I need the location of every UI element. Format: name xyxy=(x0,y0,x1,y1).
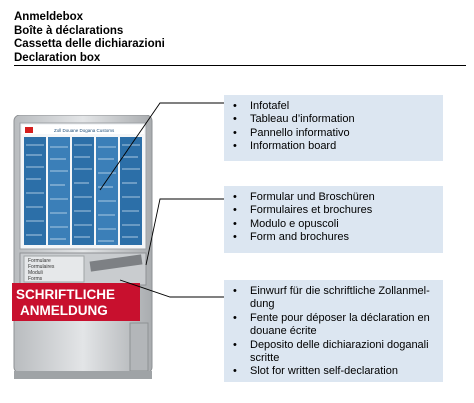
document-header: Anmeldebox Boîte à déclarations Cassetta… xyxy=(14,11,165,65)
slot-item-fr: Fente pour déposer la déclaration en dou… xyxy=(233,312,439,339)
sign-line-1: SCHRIFTLICHE xyxy=(16,287,115,302)
brochure-slot xyxy=(89,254,143,272)
slot-item-it: Deposito delle dichiarazioni doganali sc… xyxy=(233,339,439,366)
sign-line-2: ANMELDUNG xyxy=(20,303,108,318)
info-item-it: Pannello informativo xyxy=(233,127,439,141)
forms-item-it: Modulo e opuscoli xyxy=(233,218,439,232)
info-item-fr: Tableau d’information xyxy=(233,113,439,127)
tray-label-fr: Formulaires xyxy=(28,264,55,270)
header-divider xyxy=(14,65,466,66)
callout-forms-brochures: Formular und Broschüren Formulaires et b… xyxy=(224,186,443,253)
callout-info-board: Infotafel Tableau d’information Pannello… xyxy=(224,95,443,161)
forms-item-de: Formular und Broschüren xyxy=(233,191,439,205)
tray-label-en: Forms xyxy=(28,276,43,282)
forms-item-en: Form and brochures xyxy=(233,231,439,245)
info-item-de: Infotafel xyxy=(233,100,439,114)
swiss-cross-icon xyxy=(25,127,33,133)
leader-info-board xyxy=(99,102,224,191)
tray-label-de: Formulare xyxy=(28,258,51,264)
header-line-de: Anmeldebox xyxy=(14,11,84,23)
info-item-en: Information board xyxy=(233,140,439,154)
leader-brochure-tray xyxy=(145,198,224,266)
board-heading: Zoll Douane Dogana Customs xyxy=(54,128,115,133)
forms-item-fr: Formulaires et brochures xyxy=(233,204,439,218)
info-columns xyxy=(24,137,142,245)
declaration-box-illustration: Zoll Douane Dogana Customs Formulare For… xyxy=(12,115,153,379)
callout-declaration-slot: Einwurf für die schriftliche Zollanmel-d… xyxy=(224,280,443,382)
header-line-fr: Boîte à déclarations xyxy=(14,24,124,37)
slot-item-en: Slot for written self-declaration xyxy=(233,365,439,379)
slot-item-de: Einwurf für die schriftliche Zollanmel-d… xyxy=(233,285,439,312)
tray-label-it: Moduli xyxy=(28,270,43,276)
written-declaration-sign xyxy=(12,283,140,321)
header-line-en: Declaration box xyxy=(14,51,101,64)
header-line-it: Cassetta delle dichiarazioni xyxy=(14,38,165,50)
leader-declaration-slot xyxy=(119,279,224,298)
